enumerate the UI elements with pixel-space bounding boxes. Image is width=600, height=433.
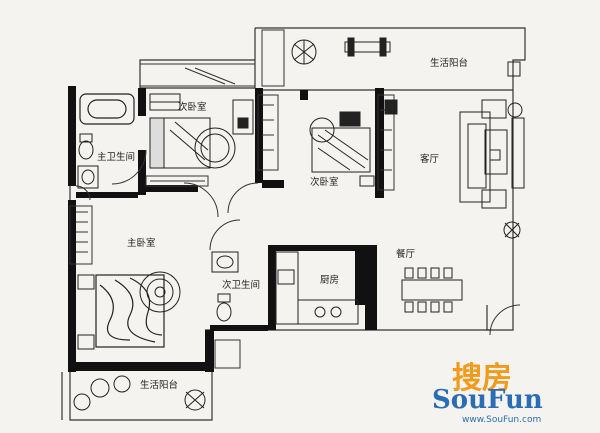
door-swings bbox=[75, 149, 521, 336]
toilet-icon bbox=[216, 293, 232, 322]
wardrobe-icon bbox=[149, 93, 181, 111]
label-second-bedroom-right: 次卧室 bbox=[310, 176, 339, 188]
desk-icon bbox=[232, 99, 254, 135]
label-master-bedroom: 主卧室 bbox=[127, 237, 156, 249]
bathtub-icon bbox=[79, 93, 135, 125]
toilet-icon bbox=[78, 133, 94, 160]
label-kitchen: 厨房 bbox=[320, 274, 339, 286]
watermark-url: www.SouFun.com bbox=[462, 415, 541, 425]
bed-icon bbox=[149, 117, 211, 169]
bed-icon bbox=[95, 274, 165, 348]
label-living-balcony-bottom: 生活阳台 bbox=[140, 379, 178, 391]
washbasin-icon bbox=[77, 165, 99, 189]
washbasin-icon bbox=[211, 251, 239, 273]
round-rug-icon bbox=[139, 271, 181, 313]
coffee-table-icon bbox=[484, 129, 508, 175]
windows bbox=[69, 29, 395, 369]
bed-icon bbox=[311, 127, 371, 173]
chair-icon bbox=[507, 61, 521, 77]
nightstand-icon bbox=[77, 274, 95, 350]
kitchen-counter-icon bbox=[275, 251, 359, 325]
label-living-balcony-top: 生活阳台 bbox=[430, 57, 468, 69]
walls bbox=[68, 86, 384, 372]
label-living-room: 客厅 bbox=[420, 153, 440, 165]
wardrobe-icon bbox=[359, 99, 398, 187]
round-rug-icon bbox=[194, 127, 236, 169]
label-master-bathroom: 主卫生间 bbox=[97, 151, 135, 163]
plant-icon bbox=[291, 39, 317, 65]
label-second-bedroom-left: 次卧室 bbox=[178, 101, 207, 113]
plant-icon bbox=[73, 375, 206, 411]
exercise-bench-icon bbox=[344, 37, 391, 57]
dining-table-icon bbox=[401, 267, 463, 313]
armchair-icon bbox=[309, 111, 361, 143]
soufun-watermark: 搜房 SouFun www.SouFun.com bbox=[432, 361, 543, 425]
label-dining-room: 餐厅 bbox=[396, 248, 416, 260]
tv-cabinet-icon bbox=[511, 117, 525, 189]
armchair-icon bbox=[481, 99, 507, 209]
watermark-brand: SouFun bbox=[432, 385, 543, 415]
watermark-chinese: 搜房 bbox=[452, 361, 512, 396]
label-second-bathroom: 次卫生间 bbox=[222, 279, 260, 291]
plant-icon bbox=[503, 102, 523, 239]
